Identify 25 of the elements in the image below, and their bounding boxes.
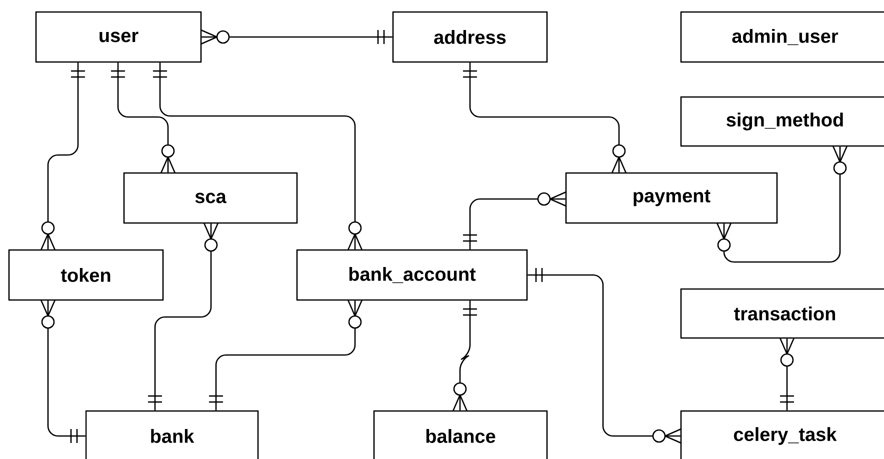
entity-box: payment	[565, 172, 778, 224]
relationship-line	[40, 62, 85, 250]
entity-box: address	[392, 11, 548, 63]
entity-box: token	[8, 249, 164, 301]
relationship-line	[452, 300, 477, 412]
relationship-line	[153, 62, 363, 250]
relationship-line	[463, 62, 627, 174]
relationship-line	[40, 300, 86, 443]
entity-box: sign_method	[680, 96, 884, 147]
relationship-line	[200, 29, 392, 45]
relationship-line	[463, 191, 566, 250]
entity-box: celery_task	[680, 410, 884, 459]
entity-box: admin_user	[680, 11, 884, 63]
entity-box: balance	[373, 410, 548, 459]
entity-box: sca	[123, 172, 298, 224]
relationship-line	[716, 146, 848, 263]
relationship-line	[528, 268, 682, 444]
entity-box: bank	[85, 410, 259, 459]
relationship-line	[779, 338, 795, 410]
entity-box: bank_account	[296, 249, 528, 301]
entity-box: user	[35, 11, 202, 63]
relationship-line	[209, 300, 363, 410]
relationship-line	[148, 222, 219, 410]
relationship-line	[111, 62, 176, 174]
entity-box: transaction	[680, 288, 884, 339]
